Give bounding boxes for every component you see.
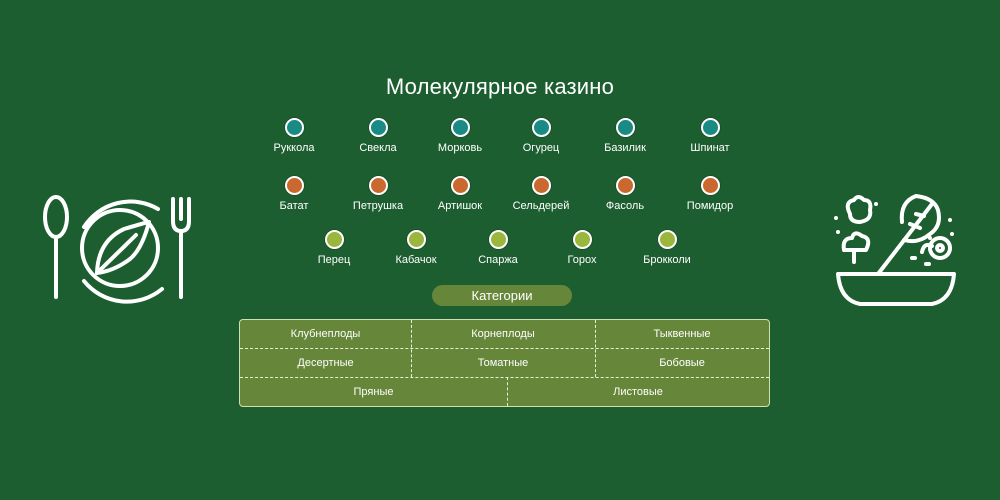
plate-cutlery-icon	[43, 195, 191, 304]
ingredient-label: Петрушка	[352, 200, 404, 212]
teal-dot-icon	[368, 118, 388, 137]
teal-dot-icon	[615, 118, 635, 137]
ingredient-label: Кабачок	[395, 254, 437, 266]
categories-button[interactable]: Категории	[432, 285, 572, 306]
ingredient-label: Морковь	[437, 142, 483, 154]
ingredient-label: Артишок	[437, 200, 483, 212]
table-divider	[507, 377, 508, 406]
ingredient-label: Свекла	[359, 142, 397, 154]
orange-dot-icon	[700, 176, 720, 195]
lime-dot-icon	[488, 230, 508, 249]
category-cell[interactable]: Клубнеплоды	[290, 328, 361, 340]
ingredient-label: Руккола	[273, 142, 315, 154]
orange-dot-icon	[615, 176, 635, 195]
ingredient-label: Брокколи	[643, 254, 691, 266]
table-divider	[411, 320, 412, 377]
ingredient-item[interactable]: Сельдерей	[491, 176, 591, 212]
ingredient-item[interactable]: Огурец	[491, 118, 591, 154]
ingredient-item[interactable]: Петрушка	[328, 176, 428, 212]
table-divider	[240, 348, 769, 349]
ingredient-item[interactable]: Спаржа	[448, 230, 548, 266]
category-cell[interactable]: Десертные	[297, 356, 354, 369]
ingredient-label: Огурец	[522, 142, 560, 154]
ingredient-label: Перец	[317, 254, 351, 266]
ingredient-label: Горох	[567, 254, 597, 266]
orange-dot-icon	[368, 176, 388, 195]
orange-dot-icon	[450, 176, 470, 195]
ingredient-item[interactable]: Базилик	[575, 118, 675, 154]
ingredient-item[interactable]: Кабачок	[366, 230, 466, 266]
lime-dot-icon	[657, 230, 677, 249]
orange-dot-icon	[531, 176, 551, 195]
ingredient-row-1: Руккола Свекла Морковь Огурец Базилик Шп…	[0, 118, 1000, 162]
category-cell[interactable]: Томатные	[477, 356, 529, 369]
ingredient-item[interactable]: Перец	[284, 230, 384, 266]
teal-dot-icon	[450, 118, 470, 137]
page-title: Молекулярное казино	[385, 74, 615, 99]
ingredient-item[interactable]: Шпинат	[660, 118, 760, 154]
category-cell[interactable]: Корнеплоды	[471, 328, 535, 340]
ingredient-label: Шпинат	[690, 142, 730, 154]
lime-dot-icon	[572, 230, 592, 249]
teal-dot-icon	[531, 118, 551, 137]
ingredient-item[interactable]: Свекла	[328, 118, 428, 154]
ingredient-label: Спаржа	[478, 254, 518, 266]
ingredient-label: Сельдерей	[512, 200, 570, 212]
category-cell[interactable]: Тыквенные	[653, 328, 711, 340]
categories-table: Клубнеплоды Корнеплоды Тыквенные Десертн…	[239, 319, 770, 407]
category-cell[interactable]: Пряные	[353, 385, 394, 398]
lime-dot-icon	[324, 230, 344, 249]
table-divider	[240, 377, 769, 378]
orange-dot-icon	[284, 176, 304, 195]
ingredient-item[interactable]: Брокколи	[617, 230, 717, 266]
ingredient-item[interactable]: Помидор	[660, 176, 760, 212]
ingredient-item[interactable]: Фасоль	[575, 176, 675, 212]
teal-dot-icon	[700, 118, 720, 137]
table-divider	[595, 320, 596, 377]
ingredient-item[interactable]: Горох	[532, 230, 632, 266]
category-cell[interactable]: Листовые	[613, 385, 663, 398]
lime-dot-icon	[406, 230, 426, 249]
ingredient-label: Батат	[279, 200, 309, 212]
ingredient-item[interactable]: Руккола	[244, 118, 344, 154]
ingredient-item[interactable]: Артишок	[410, 176, 510, 212]
salad-bowl-icon	[834, 194, 956, 306]
ingredient-row-2: Батат Петрушка Артишок Сельдерей Фасоль …	[0, 176, 1000, 220]
ingredient-label: Помидор	[686, 200, 734, 212]
category-cell[interactable]: Бобовые	[659, 356, 705, 369]
ingredient-label: Базилик	[604, 142, 646, 154]
ingredient-row-3: Перец Кабачок Спаржа Горох Брокколи	[0, 230, 1000, 274]
ingredient-label: Фасоль	[605, 200, 645, 212]
ingredient-item[interactable]: Батат	[244, 176, 344, 212]
teal-dot-icon	[284, 118, 304, 137]
ingredient-item[interactable]: Морковь	[410, 118, 510, 154]
